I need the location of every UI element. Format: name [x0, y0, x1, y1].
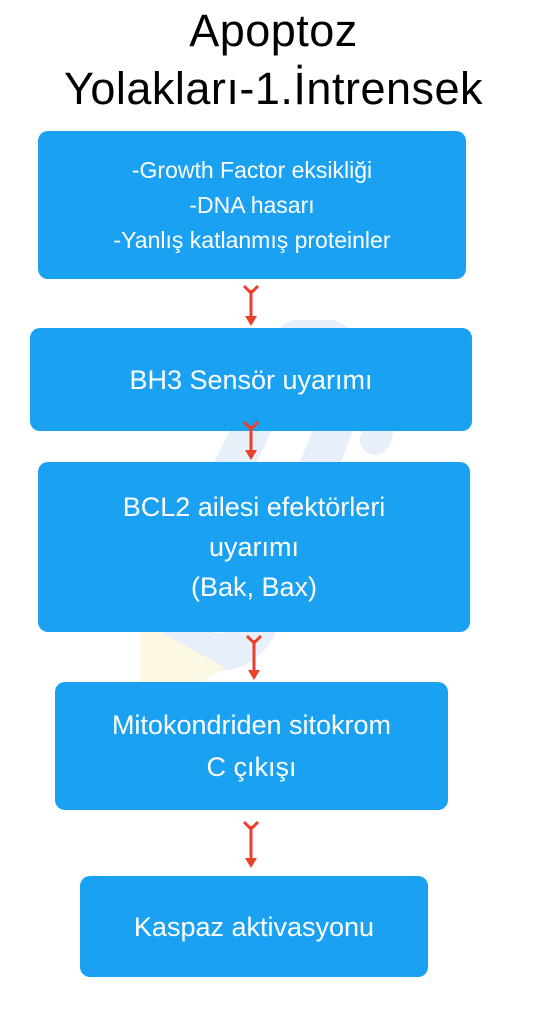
step-text-line: BCL2 ailesi efektörleri [122, 492, 386, 522]
arrow-down-icon [242, 820, 260, 868]
step-text-line: (Bak, Bax) [190, 572, 318, 602]
step-text-line: uyarımı [208, 532, 300, 562]
arrow-down-icon [242, 420, 260, 460]
page-title-line-2: Yolakları-1.İntrensek [63, 63, 484, 114]
arrow-down-icon [245, 634, 263, 680]
step-text-line: C çıkışı [206, 752, 297, 782]
step-text-line: BH3 Sensör uyarımı [129, 364, 373, 395]
page-title-line-1: Apoptoz [189, 5, 358, 56]
step-text-line: Mitokondriden sitokrom [111, 710, 392, 740]
step-growth-factor-box: -Growth Factor eksikliği -DNA hasarı -Ya… [38, 131, 466, 279]
step-text-line: -DNA hasarı [189, 191, 315, 218]
arrow-down-icon [242, 284, 260, 326]
step-bh3-sensor-box: BH3 Sensör uyarımı [30, 328, 472, 431]
step-text-line: -Yanlış katlanmış proteinler [113, 226, 391, 253]
step-text-line: Kaspaz aktivasyonu [133, 911, 375, 942]
step-caspase-activation-box: Kaspaz aktivasyonu [80, 876, 428, 977]
step-text-line: -Growth Factor eksikliği [131, 156, 373, 183]
step-bcl2-effectors-box: BCL2 ailesi efektörleri uyarımı (Bak, Ba… [38, 462, 470, 632]
step-cytochrome-c-box: Mitokondriden sitokrom C çıkışı [55, 682, 448, 810]
